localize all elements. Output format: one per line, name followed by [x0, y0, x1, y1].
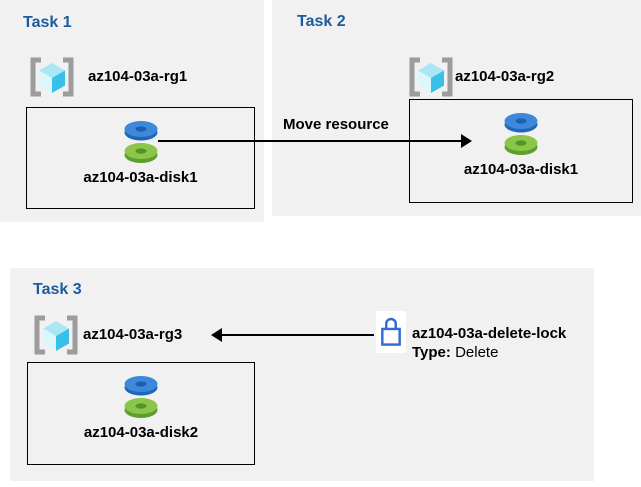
task1-resource-box: az104-03a-disk1: [26, 107, 255, 209]
disk-label: az104-03a-disk2: [83, 424, 199, 441]
delete-lock-arrow: [222, 334, 374, 336]
lock-type-key: Type:: [412, 344, 451, 361]
move-resource-label: Move resource: [283, 116, 389, 133]
disk-icon: [121, 374, 161, 420]
disk-icon: [501, 111, 541, 157]
resource-group-icon: [26, 56, 78, 98]
task3-resource-box: az104-03a-disk2: [27, 362, 255, 465]
lock-icon: [378, 314, 404, 350]
resource-group-icon: [30, 314, 82, 356]
arrow-right-icon: [461, 134, 472, 148]
task3-title: Task 3: [33, 281, 82, 298]
resource-group-label: az104-03a-rg3: [83, 326, 183, 343]
arrow-left-icon: [211, 328, 222, 342]
lock-type-label: Type: Delete: [412, 344, 498, 362]
disk-label: az104-03a-disk1: [83, 169, 198, 186]
lock-name-label: az104-03a-delete-lock: [412, 325, 567, 342]
lock-type-value: Delete: [455, 344, 499, 361]
task2-panel: Task 2 az104-03a-rg2 az104-03a-disk1: [272, 0, 641, 216]
move-resource-arrow: [158, 140, 462, 142]
resource-group-label: az104-03a-rg1: [88, 68, 188, 85]
disk-label: az104-03a-disk1: [463, 161, 579, 178]
lock-background: [376, 311, 406, 353]
disk-icon: [121, 119, 161, 165]
resource-group-icon: [405, 56, 457, 98]
task1-panel: Task 1 az104-03a-rg1 az104-03a-disk1: [0, 0, 264, 222]
task2-resource-box: az104-03a-disk1: [409, 99, 633, 203]
resource-group-label: az104-03a-rg2: [455, 68, 555, 85]
task1-title: Task 1: [23, 14, 72, 31]
task2-title: Task 2: [297, 13, 346, 30]
task3-panel: Task 3 az104-03a-rg3 az104-03a-disk2 az1…: [10, 268, 594, 481]
